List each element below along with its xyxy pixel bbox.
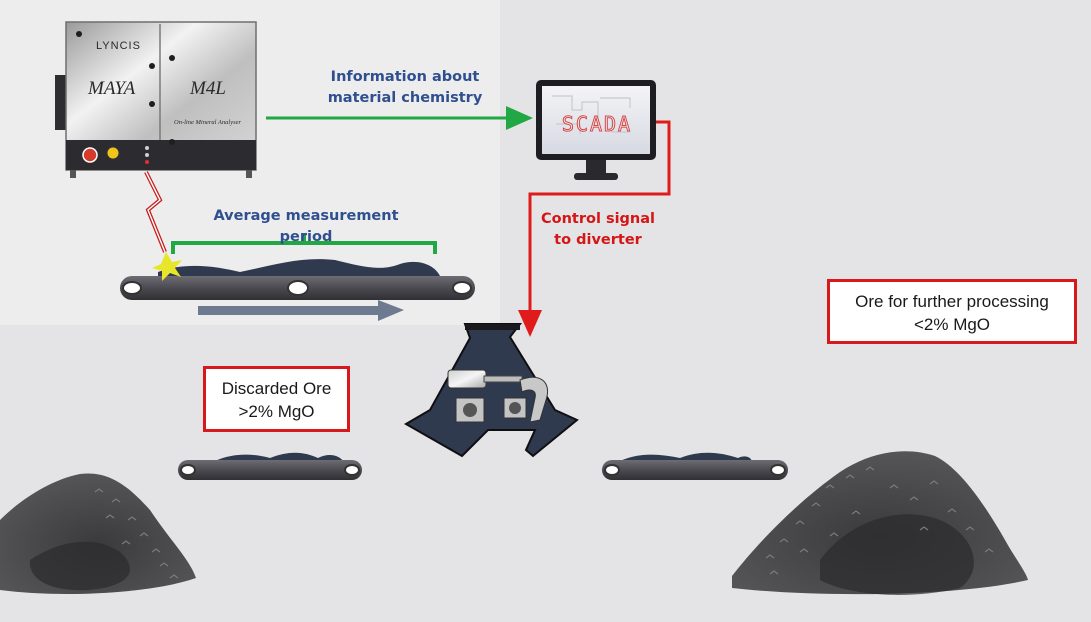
control-signal-arrow: [518, 120, 671, 337]
discarded-ore-line1: Discarded Ore: [221, 379, 332, 398]
discarded-ore-line2: >2% MgO: [238, 402, 315, 421]
scada-screen-text: SCADA: [561, 112, 633, 137]
diverter-chute: [404, 323, 579, 458]
analyzer-brand: LYNCIS: [96, 40, 141, 52]
main-conveyor-belt: [120, 259, 475, 300]
measurement-spark-icon: [152, 252, 182, 281]
belt-direction-arrow: [198, 300, 404, 321]
right-conveyor-belt: [602, 452, 788, 480]
left-conveyor-belt: [178, 452, 362, 480]
further-processing-line1: Ore for further processing: [855, 292, 1049, 311]
further-processing-line2: <2% MgO: [913, 315, 991, 334]
measurement-period-label: Average measurement period: [213, 208, 399, 245]
measurement-period-bracket: [171, 233, 437, 254]
discarded-ore-pile: [0, 473, 196, 594]
analyzer-cabinet: [55, 21, 257, 178]
processing-ore-pile: [732, 451, 1028, 595]
control-signal-label-line1: Control signal: [540, 211, 656, 227]
analyzer-model-right: M4L: [190, 78, 226, 99]
analyzer-subtitle: On-line Mineral Analyser: [174, 119, 242, 126]
analyzer-model-left: MAYA: [88, 78, 136, 99]
discarded-ore-box: Discarded Ore >2% MgO: [203, 366, 350, 432]
control-signal-label-line2: to diverter: [554, 232, 642, 248]
further-processing-box: Ore for further processing <2% MgO: [827, 279, 1077, 344]
information-label-line1: Information about: [330, 69, 480, 85]
information-label: Information about material chemistry: [318, 67, 492, 109]
control-signal-label: Control signal to diverter: [530, 209, 666, 251]
information-label-line2: material chemistry: [327, 90, 483, 106]
scada-monitor: [536, 80, 656, 180]
